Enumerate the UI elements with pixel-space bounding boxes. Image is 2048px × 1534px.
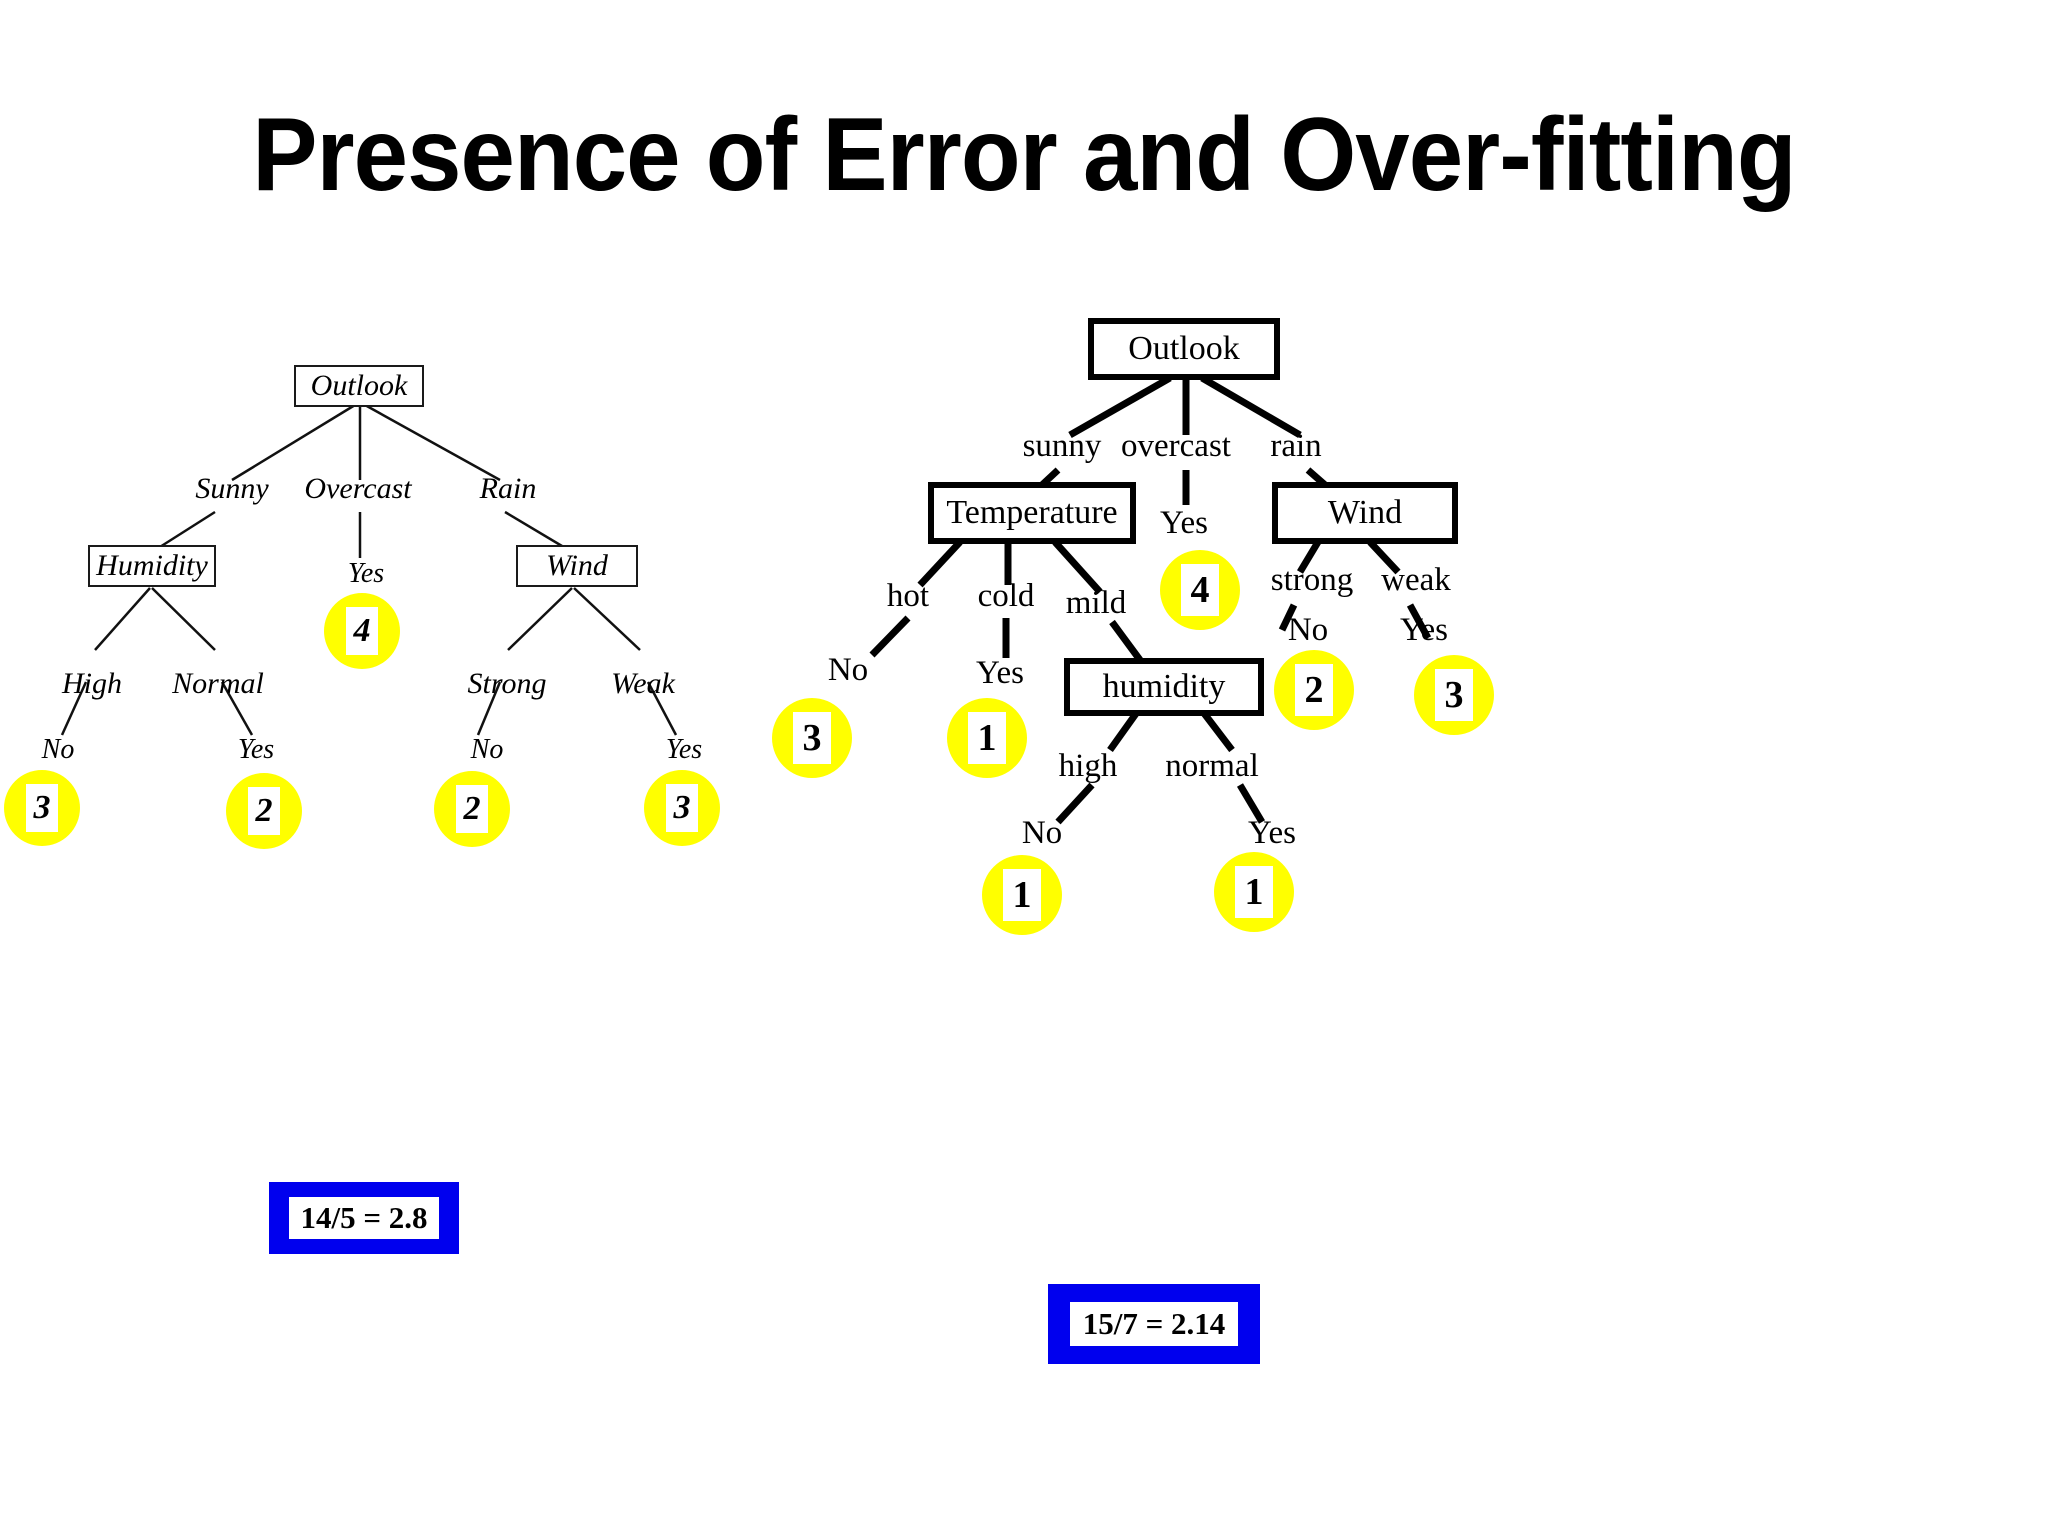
node-humidity-label: humidity — [1102, 668, 1226, 705]
count-badge-overcast-yes: 4 — [1160, 550, 1240, 630]
node-temperature-label: Temperature — [946, 494, 1118, 531]
count-value: 3 — [666, 784, 698, 832]
count-value: 2 — [456, 785, 488, 833]
leaf-label-overcast-yes: Yes — [347, 558, 385, 589]
node-outlook[interactable]: Outlook — [1088, 318, 1280, 380]
leaf-label-normal-yes: Yes — [1247, 815, 1297, 851]
count-value: 4 — [346, 607, 378, 655]
node-humidity[interactable]: humidity — [1064, 658, 1264, 716]
edge-label-high: High — [62, 667, 122, 700]
count-badge-hot-no: 3 — [772, 698, 852, 778]
count-badge-weak-yes: 3 — [644, 770, 720, 846]
node-humidity-label: Humidity — [96, 549, 208, 582]
right-formula-value: 15/7 = 2.14 — [1070, 1302, 1238, 1346]
edge-label-strong: strong — [1270, 562, 1354, 598]
leaf-label-strong-no: No — [470, 734, 504, 765]
leaf-label-hot-no: No — [827, 652, 869, 688]
node-outlook-label: Outlook — [1128, 330, 1240, 367]
edge-label-sunny: sunny — [1022, 428, 1102, 464]
count-value: 3 — [793, 712, 831, 764]
edge-label-overcast: overcast — [1121, 428, 1231, 464]
leaf-label-normal-yes: Yes — [237, 734, 275, 765]
node-wind-label: Wind — [546, 549, 608, 582]
left-formula-frame: 14/5 = 2.8 — [269, 1182, 459, 1254]
count-badge-normal-yes: 1 — [1214, 852, 1294, 932]
count-value: 1 — [968, 712, 1006, 764]
edge-label-hot: hot — [886, 578, 930, 614]
edge-label-rain: rain — [1270, 428, 1322, 464]
unpruned-decision-tree: Outlook Sunny Overcast Rain Humidity Win… — [0, 330, 780, 1130]
node-humidity[interactable]: Humidity — [88, 545, 216, 587]
leaf-label-cold-yes: Yes — [975, 655, 1025, 691]
count-badge-strong-no: 2 — [434, 771, 510, 847]
edge-label-strong: Strong — [467, 667, 547, 700]
edge-label-normal: normal — [1165, 748, 1259, 784]
leaf-label-high-no: No — [1021, 815, 1063, 851]
node-outlook-label: Outlook — [310, 369, 408, 402]
node-wind[interactable]: Wind — [516, 545, 638, 587]
overfitted-decision-tree: Outlook sunny overcast rain Temperature … — [772, 300, 2048, 1250]
edge-label-mild: mild — [1065, 585, 1127, 621]
leaf-label-overcast-yes: Yes — [1159, 505, 1209, 541]
count-value: 2 — [1295, 664, 1333, 716]
node-temperature[interactable]: Temperature — [928, 482, 1136, 544]
leaf-label-strong-no: No — [1287, 612, 1329, 648]
count-badge-strong-no: 2 — [1274, 650, 1354, 730]
count-value: 2 — [248, 787, 280, 835]
leaf-label-weak-yes: Yes — [1399, 612, 1449, 648]
left-tree-edges — [60, 403, 678, 736]
count-badge-weak-yes: 3 — [1414, 655, 1494, 735]
count-value: 1 — [1003, 869, 1041, 921]
node-wind[interactable]: Wind — [1272, 482, 1458, 544]
count-badge-cold-yes: 1 — [947, 698, 1027, 778]
page-title: Presence of Error and Over-fitting — [252, 97, 1796, 213]
edge-label-weak: weak — [1381, 562, 1451, 598]
count-badge-high-no: 1 — [982, 855, 1062, 935]
count-badge-high-no: 3 — [4, 770, 80, 846]
count-value: 4 — [1181, 564, 1219, 616]
edge-label-normal: Normal — [172, 667, 264, 700]
leaf-label-weak-yes: Yes — [665, 734, 703, 765]
edge-label-sunny: Sunny — [195, 472, 269, 505]
count-value: 3 — [1435, 669, 1473, 721]
node-outlook[interactable]: Outlook — [294, 365, 424, 407]
count-badge-overcast-yes: 4 — [324, 593, 400, 669]
leaf-label-high-no: No — [41, 734, 75, 765]
edge-label-weak: Weak — [611, 667, 675, 700]
edge-label-cold: cold — [977, 578, 1035, 614]
count-value: 3 — [26, 784, 58, 832]
edge-label-high: high — [1058, 748, 1118, 784]
node-wind-label: Wind — [1327, 494, 1403, 531]
edge-label-rain: Rain — [479, 472, 537, 505]
edge-label-overcast: Overcast — [304, 472, 412, 505]
count-badge-normal-yes: 2 — [226, 773, 302, 849]
right-formula-frame: 15/7 = 2.14 — [1048, 1284, 1260, 1364]
count-value: 1 — [1235, 866, 1273, 918]
left-formula-value: 14/5 = 2.8 — [289, 1197, 439, 1239]
